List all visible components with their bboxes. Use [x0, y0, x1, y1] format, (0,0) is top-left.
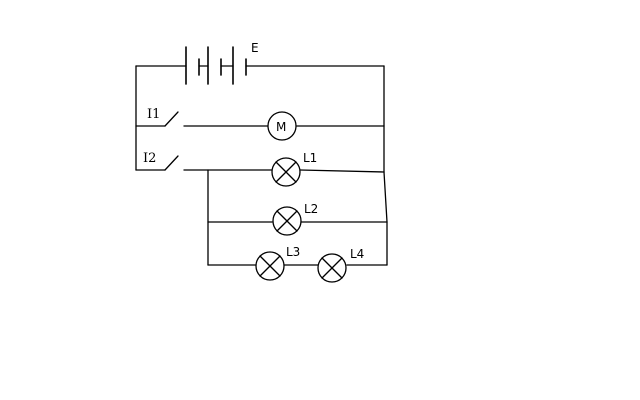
- motor-symbol: M: [276, 120, 286, 134]
- right-rail-lower: [383, 171, 388, 266]
- lamp-l2-label: L2: [304, 202, 318, 216]
- lamp-l1-branch-wire: [183, 169, 385, 173]
- lamp-l4: [317, 253, 347, 283]
- battery-label: E: [251, 41, 259, 55]
- switch-i2: [135, 155, 179, 171]
- lamp-l3-label: L3: [286, 245, 300, 259]
- switch-i1-label: I1: [147, 107, 160, 122]
- battery: [185, 46, 247, 85]
- switch-i1: [135, 111, 179, 127]
- lamp-l1: [271, 157, 301, 187]
- motor: [267, 111, 297, 141]
- switch-i2-label: I2: [143, 151, 156, 166]
- lamp-l3: [255, 251, 285, 281]
- lamp-l4-label: L4: [350, 247, 364, 261]
- lamp-l2: [272, 206, 302, 236]
- lamp-l1-label: L1: [303, 151, 317, 165]
